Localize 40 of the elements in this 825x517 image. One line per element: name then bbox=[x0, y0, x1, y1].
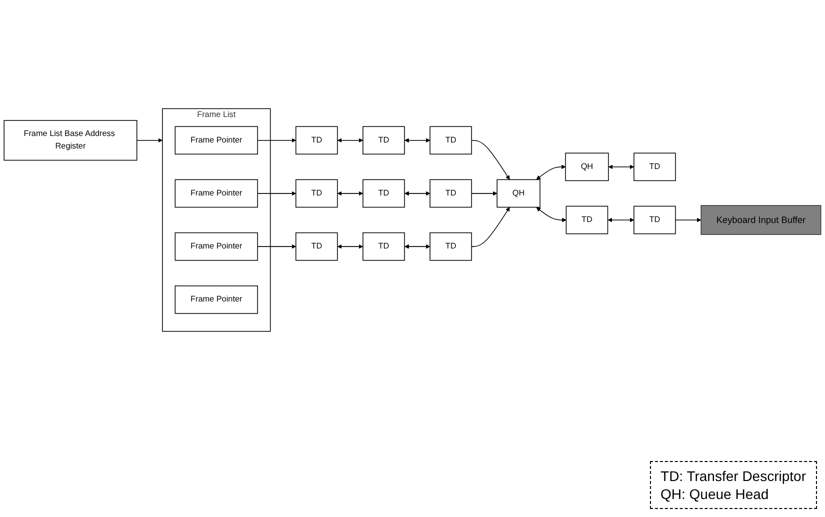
node-box: Keyboard Input Buffer bbox=[700, 205, 822, 235]
arrow bbox=[536, 207, 566, 222]
node-box: TD bbox=[430, 179, 472, 208]
arrow bbox=[337, 138, 364, 143]
node-box: TD bbox=[296, 126, 338, 154]
node-box: TD bbox=[296, 179, 338, 208]
node-box: TD bbox=[634, 152, 676, 182]
node-box: Frame Pointer bbox=[174, 286, 258, 314]
arrow bbox=[257, 138, 296, 143]
arrow bbox=[536, 164, 566, 180]
arrow bbox=[675, 218, 702, 222]
node-box: TD bbox=[634, 206, 676, 234]
arrow bbox=[404, 138, 430, 143]
node-box: QH bbox=[496, 179, 540, 208]
node-box: TD bbox=[566, 206, 608, 234]
arrow bbox=[136, 138, 163, 143]
arrow bbox=[404, 191, 430, 196]
node-box: TD bbox=[296, 232, 338, 261]
node-box: Frame Pointer bbox=[174, 179, 258, 208]
node-box: QH bbox=[565, 152, 609, 182]
arrow bbox=[257, 191, 296, 196]
arrow bbox=[608, 218, 634, 222]
node-box: TD bbox=[430, 126, 472, 154]
arrow bbox=[257, 244, 296, 249]
node-box: TD bbox=[430, 232, 472, 261]
arrow bbox=[471, 140, 510, 180]
legend-text: QH: Queue Head bbox=[660, 486, 770, 502]
arrow bbox=[337, 244, 364, 249]
node-box: TD bbox=[362, 232, 405, 261]
node-box: Frame Pointer bbox=[174, 232, 258, 261]
arrow bbox=[471, 191, 498, 196]
arrow bbox=[404, 244, 430, 249]
node-box: TD bbox=[362, 179, 405, 208]
node-box: Frame Pointer bbox=[174, 126, 258, 154]
node-box: Frame List Base Address Register bbox=[4, 120, 138, 161]
legend-text: TD: Transfer Descriptor bbox=[660, 468, 806, 484]
arrow bbox=[608, 164, 634, 170]
node-box: TD bbox=[362, 126, 405, 154]
arrow bbox=[337, 191, 364, 196]
arrow bbox=[471, 207, 510, 247]
